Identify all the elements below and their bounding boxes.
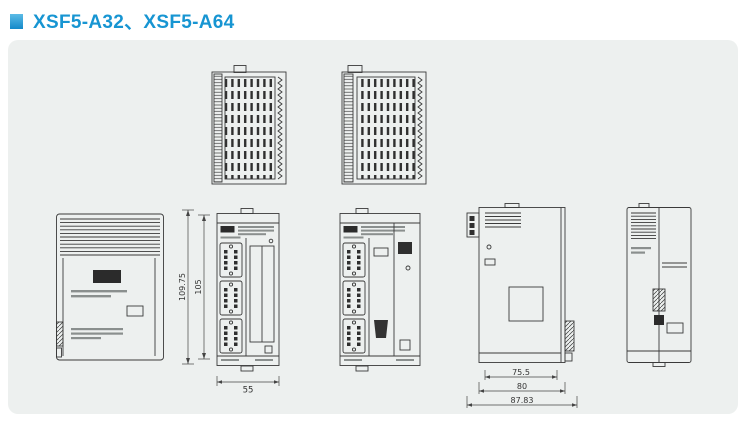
drawings-panel: 109.75 105 xyxy=(8,40,738,414)
dim-depth-mid-label: 80 xyxy=(517,382,527,391)
top-view-a32-drawing xyxy=(211,65,287,185)
dim-depth-inner-label: 75.5 xyxy=(512,368,530,377)
dim-front-width-label: 55 xyxy=(243,386,254,396)
height-dimensions: 109.75 105 xyxy=(178,209,210,365)
dim-depth-overall-label: 87.83 xyxy=(511,396,534,405)
front-view-a32-drawing xyxy=(216,208,280,372)
top-view-a64-drawing xyxy=(341,65,427,185)
depth-dimensions: 75.5 80 87.83 xyxy=(466,368,578,408)
page-title: XSF5-A32、XSF5-A64 xyxy=(33,12,235,33)
width-dimension: 55 xyxy=(216,376,280,396)
front-view-a64-drawing xyxy=(339,208,421,372)
side-view-left-drawing xyxy=(56,213,164,361)
dim-body-height-label: 105 xyxy=(194,279,203,294)
section-header: XSF5-A32、XSF5-A64 xyxy=(10,7,235,34)
rear-view-drawing xyxy=(626,203,692,367)
dim-overall-height-label: 109.75 xyxy=(178,273,187,301)
section-bullet-icon xyxy=(10,14,23,29)
side-view-right-drawing xyxy=(466,203,575,363)
